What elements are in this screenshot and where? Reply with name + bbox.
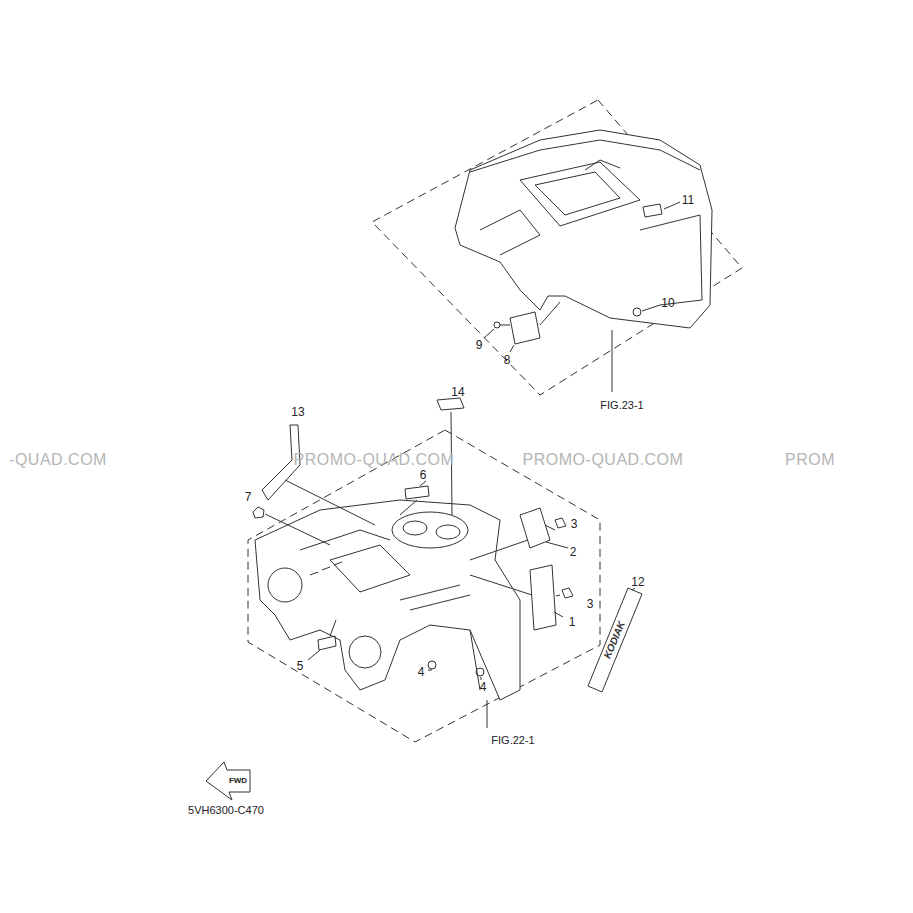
callout-number: 3 [587,598,594,610]
watermark: -QUAD.COM [9,452,107,468]
callout-number: 11 [682,194,694,206]
callout-number: 7 [245,491,252,503]
front-fender [255,500,520,700]
figure-reference: FIG.22-1 [491,735,534,746]
callout-number: 14 [451,386,464,398]
group-outline [372,100,742,395]
callout-number: 12 [631,576,644,588]
rear-fender [455,130,712,344]
callout-number: 4 [480,681,487,693]
figure-reference: FIG.23-1 [600,400,643,411]
callout-number: 2 [570,546,577,558]
callout-number: 4 [418,666,425,678]
watermark: PROMO-QUAD.COM [294,452,455,468]
callout-number: 9 [476,339,483,351]
watermark: PROM [785,452,835,468]
diagram-code: 5VH6300-C470 [188,805,264,816]
leader-line [487,700,488,728]
watermark: PROMO-QUAD.COM [523,452,684,468]
forward-marker: FWD [229,777,247,785]
callout-number: 8 [504,354,511,366]
callout-number: 6 [420,469,427,481]
callout-number: 1 [569,616,576,628]
group-outline [248,430,600,742]
leader-line [612,330,613,392]
forward-arrow [206,762,250,800]
callout-number: 5 [297,660,304,672]
callout-number: 3 [571,518,578,530]
callout-number: 10 [661,297,674,309]
callout-number: 13 [291,406,304,418]
